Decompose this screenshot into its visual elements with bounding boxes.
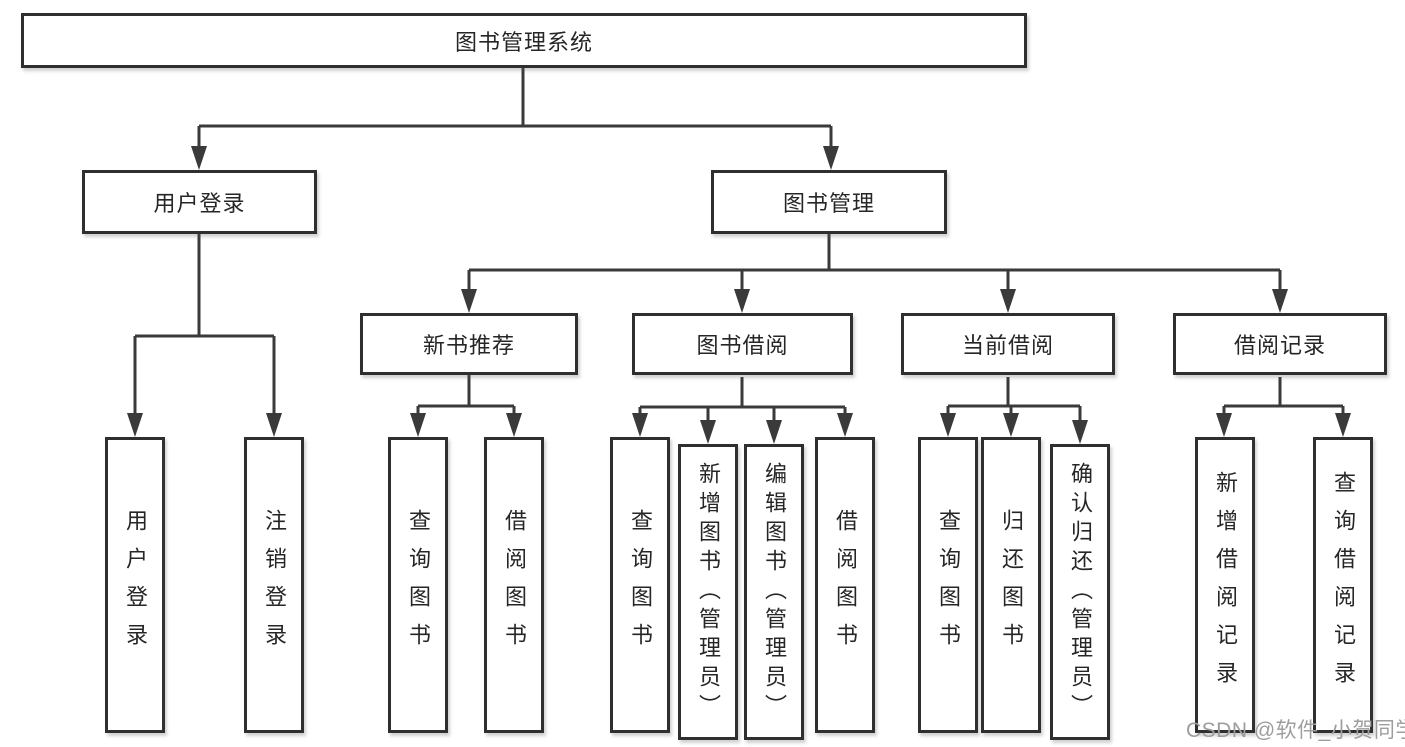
arrowhead — [266, 413, 282, 437]
arrowhead — [1335, 413, 1351, 437]
leaf-label: 新增图书（管理员） — [696, 461, 721, 723]
arrowhead — [823, 146, 839, 170]
arrowhead — [1216, 413, 1232, 437]
leaf-borrow-books-recommend: 借阅图书 — [484, 437, 544, 733]
arrowhead — [837, 413, 853, 437]
arrowhead — [506, 413, 522, 437]
arrowhead — [191, 146, 207, 170]
leaf-label: 确认归还（管理员） — [1068, 461, 1093, 723]
leaf-query-books-current: 查询图书 — [918, 437, 978, 733]
leaf-query-books-recommend: 查询图书 — [388, 437, 448, 733]
arrowhead — [1003, 413, 1019, 437]
arrowhead — [410, 413, 426, 437]
leaf-label: 编辑图书（管理员） — [762, 461, 787, 723]
leaf-logout: 注销登录 — [244, 437, 304, 733]
csdn-watermark: CSDN @软件_小贺同学 — [1186, 719, 1405, 742]
leaf-query-borrow-record: 查询借阅记录 — [1313, 437, 1373, 733]
node-borrow-records: 借阅记录 — [1173, 313, 1387, 375]
leaf-return-books: 归还图书 — [981, 437, 1041, 733]
leaf-user-login: 用户登录 — [105, 437, 165, 733]
leaf-label: 借阅图书 — [502, 509, 527, 661]
node-book-management: 图书管理 — [711, 170, 947, 234]
node-current-borrow: 当前借阅 — [901, 313, 1115, 375]
arrowhead — [700, 420, 716, 444]
leaf-confirm-return-admin: 确认归还（管理员） — [1050, 444, 1110, 740]
arrowhead — [461, 289, 477, 313]
leaf-label: 归还图书 — [999, 509, 1024, 661]
arrowhead — [734, 289, 750, 313]
leaf-label: 注销登录 — [262, 509, 287, 661]
leaf-label: 查询图书 — [936, 509, 961, 661]
arrowhead — [1000, 289, 1016, 313]
node-new-book-recommend: 新书推荐 — [360, 313, 578, 375]
leaf-query-books-borrow: 查询图书 — [610, 437, 670, 733]
leaf-label: 查询图书 — [406, 509, 431, 661]
arrowhead — [940, 413, 956, 437]
node-root-library-system: 图书管理系统 — [21, 13, 1027, 68]
node-user-login: 用户登录 — [82, 170, 317, 234]
leaf-edit-book-admin: 编辑图书（管理员） — [744, 444, 804, 740]
leaf-add-book-admin: 新增图书（管理员） — [678, 444, 738, 740]
leaf-borrow-books: 借阅图书 — [815, 437, 875, 733]
leaf-label: 新增借阅记录 — [1213, 471, 1238, 699]
leaf-label: 用户登录 — [123, 509, 148, 661]
leaf-label: 查询借阅记录 — [1331, 471, 1356, 699]
arrowhead — [1072, 420, 1088, 444]
node-book-borrow: 图书借阅 — [632, 313, 853, 375]
leaf-label: 查询图书 — [628, 509, 653, 661]
arrowhead — [127, 413, 143, 437]
arrowhead — [632, 413, 648, 437]
leaf-add-borrow-record: 新增借阅记录 — [1195, 437, 1255, 733]
arrowhead — [766, 420, 782, 444]
leaf-label: 借阅图书 — [833, 509, 858, 661]
arrowhead — [1272, 289, 1288, 313]
